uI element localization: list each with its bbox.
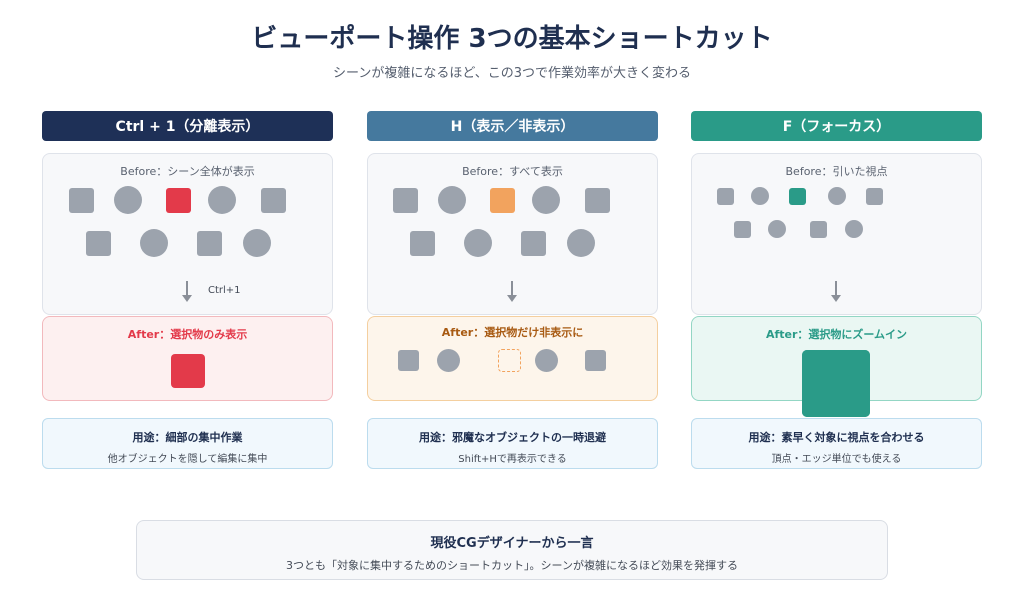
object-cube [810, 221, 827, 238]
quote-text: 3つとも「対象に集中するためのショートカット」。シーンが複雑になるほど効果を発揮… [286, 559, 738, 572]
object-sphere [828, 187, 846, 205]
object-cube [521, 231, 546, 256]
ctrl1-usage-title: 用途：細部の集中作業 [132, 431, 243, 444]
quote-title: 現役CGデザイナーから一言 [430, 536, 594, 551]
h-header-label: H（表示／非表示） [450, 119, 575, 135]
f-before-caption: Before：引いた視点 [785, 165, 888, 178]
object-cube [585, 350, 606, 371]
h-usage-desc: Shift+Hで再表示できる [458, 454, 567, 465]
arrow-down-icon [831, 295, 841, 302]
object-sphere [845, 220, 863, 238]
object-sphere [567, 229, 595, 257]
object-cube [734, 221, 751, 238]
h-after-caption: After：選択物だけ非表示に [441, 326, 584, 339]
page-subtitle: シーンが複雑になるほど、この3つで作業効率が大きく変わる [333, 66, 691, 81]
object-sphere [438, 186, 466, 214]
arrow-down-icon [182, 295, 192, 302]
object-cube [86, 231, 111, 256]
object-sphere [243, 229, 271, 257]
ctrl1-header: Ctrl + 1（分離表示） [42, 111, 333, 141]
hidden-object-placeholder [498, 349, 521, 372]
object-cube [717, 188, 734, 205]
object-cube [410, 231, 435, 256]
object-sphere [114, 186, 142, 214]
object-cube [866, 188, 883, 205]
object-sphere [208, 186, 236, 214]
ctrl1-usage-desc: 他オブジェクトを隠して編集に集中 [107, 454, 268, 465]
object-sphere [535, 349, 558, 372]
object-sphere [532, 186, 560, 214]
f-after-caption: After：選択物にズームイン [765, 328, 908, 341]
selected-object [490, 188, 515, 213]
object-cube [261, 188, 286, 213]
isolated-object [171, 354, 205, 388]
h-usage-box: 用途：邪魔なオブジェクトの一時退避 Shift+Hで再表示できる [367, 418, 658, 469]
object-sphere [751, 187, 769, 205]
ctrl1-arrow-label: Ctrl+1 [208, 285, 241, 296]
object-sphere [464, 229, 492, 257]
f-usage-box: 用途：素早く対象に視点を合わせる 頂点・エッジ単位でも使える [691, 418, 982, 469]
ctrl1-before-caption: Before：シーン全体が表示 [120, 165, 255, 178]
h-header: H（表示／非表示） [367, 111, 658, 141]
ctrl1-after-caption: After：選択物のみ表示 [127, 328, 248, 341]
object-sphere [437, 349, 460, 372]
object-cube [585, 188, 610, 213]
f-usage-title: 用途：素早く対象に視点を合わせる [748, 431, 925, 444]
arrow-down-icon [511, 281, 513, 296]
h-usage-title: 用途：邪魔なオブジェクトの一時退避 [419, 431, 606, 444]
object-cube [69, 188, 94, 213]
object-cube [197, 231, 222, 256]
object-sphere [768, 220, 786, 238]
designer-quote-box: 現役CGデザイナーから一言 3つとも「対象に集中するためのショートカット」。シー… [136, 520, 888, 580]
f-header: F（フォーカス） [691, 111, 982, 141]
zoomed-object-overlay [802, 350, 870, 417]
f-usage-desc: 頂点・エッジ単位でも使える [771, 454, 902, 465]
selected-object [166, 188, 191, 213]
ctrl1-header-label: Ctrl + 1（分離表示） [115, 119, 260, 135]
selected-object [789, 188, 806, 205]
arrow-down-icon [835, 281, 837, 296]
object-sphere [140, 229, 168, 257]
f-header-label: F（フォーカス） [782, 119, 891, 135]
arrow-down-icon [186, 281, 188, 296]
object-cube [393, 188, 418, 213]
arrow-down-icon [507, 295, 517, 302]
object-cube [398, 350, 419, 371]
page-title: ビューポート操作 3つの基本ショートカット [251, 24, 773, 54]
ctrl1-usage-box: 用途：細部の集中作業 他オブジェクトを隠して編集に集中 [42, 418, 333, 469]
h-before-caption: Before：すべて表示 [462, 165, 563, 178]
